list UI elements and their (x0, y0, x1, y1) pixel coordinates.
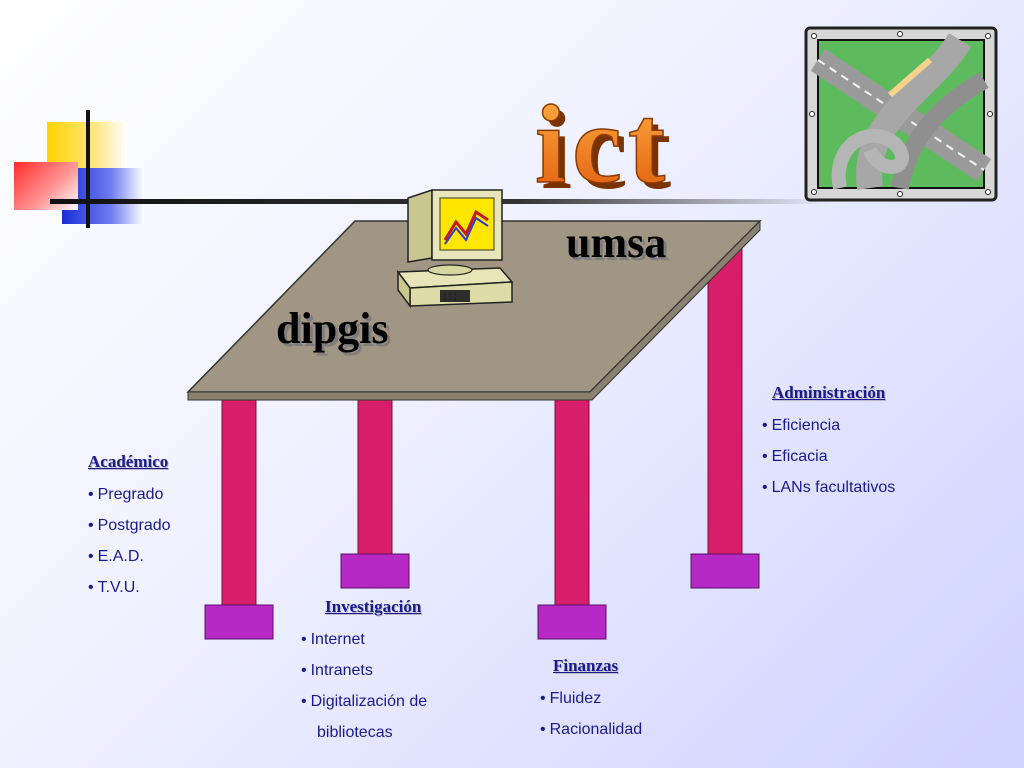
section-finanzas: Finanzas •Fluidez •Racionalidad (540, 656, 642, 745)
ict-logo: ict ict (534, 82, 677, 213)
finanzas-list: •Fluidez •Racionalidad (540, 683, 642, 745)
list-item: •Intranets (301, 662, 373, 679)
list-item: •Fluidez (540, 690, 602, 707)
umsa-label-shadow: umsa (569, 221, 669, 270)
table-foot-front-right (537, 604, 607, 640)
list-item: •T.V.U. (88, 579, 140, 596)
dipgis-label: dipgis (276, 304, 389, 353)
table-foot-back-left (340, 553, 410, 589)
section-investigacion: Investigación •Internet •Intranets •Digi… (301, 597, 427, 748)
list-item: •Eficacia (762, 448, 828, 465)
list-item: •Digitalización de (301, 693, 428, 710)
list-item: •E.A.D. (88, 548, 144, 565)
list-item: •LANs facultativos (762, 479, 896, 496)
table-foot-front-left (204, 604, 274, 640)
dipgis-label-shadow: dipgis (279, 307, 392, 356)
ict-logo-text: ict (535, 83, 671, 207)
ict-logo-shadow: ict (541, 89, 677, 213)
decor-vertical-line (86, 110, 90, 228)
finanzas-title: Finanzas (553, 656, 619, 675)
list-item: •Postgrado (88, 517, 171, 534)
table-leg-front-left (221, 397, 257, 607)
section-administracion: Administración •Eficiencia •Eficacia •LA… (762, 383, 895, 503)
computer-icon (396, 188, 514, 309)
investigacion-list: •Internet •Intranets •Digitalización de … (301, 624, 427, 748)
administracion-list: •Eficiencia •Eficacia •LANs facultativos (762, 410, 895, 503)
table-foot-back-right (690, 553, 760, 589)
table-leg-back-left (357, 394, 393, 556)
list-item-continuation: bibliotecas (317, 724, 393, 741)
highway-interchange-icon (804, 26, 998, 202)
list-item: •Racionalidad (540, 721, 643, 738)
section-academico: Académico •Pregrado •Postgrado •E.A.D. •… (88, 452, 171, 603)
table-top-edge (187, 219, 761, 401)
umsa-label: umsa (566, 218, 666, 267)
investigacion-title: Investigación (325, 597, 422, 616)
academico-list: •Pregrado •Postgrado •E.A.D. •T.V.U. (88, 479, 171, 603)
table-leg-front-right (554, 397, 590, 607)
list-item: •Pregrado (88, 486, 164, 503)
list-item: •Eficiencia (762, 417, 841, 434)
list-item: •Internet (301, 631, 365, 648)
table-leg-back-right (707, 239, 743, 556)
administracion-title: Administración (772, 383, 886, 402)
academico-title: Académico (88, 452, 169, 471)
